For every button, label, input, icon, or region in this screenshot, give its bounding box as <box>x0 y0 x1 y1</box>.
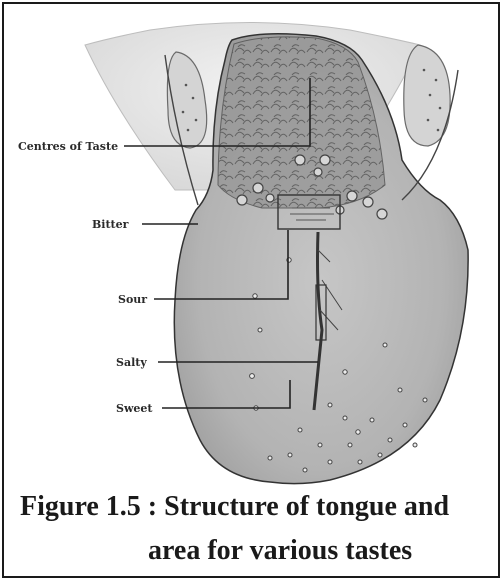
label-centres-of-taste: Centres of Taste <box>18 140 118 153</box>
label-sour: Sour <box>118 293 147 306</box>
label-bitter: Bitter <box>92 218 129 231</box>
label-sweet: Sweet <box>116 402 153 415</box>
label-salty: Salty <box>116 356 147 369</box>
tongue-diagram: Centres of Taste Bitter Sour Salty Sweet <box>0 0 504 500</box>
figure-caption-line1: Figure 1.5 : Structure of tongue and <box>20 490 504 524</box>
figure-caption-line2: area for various tastes <box>148 534 504 568</box>
